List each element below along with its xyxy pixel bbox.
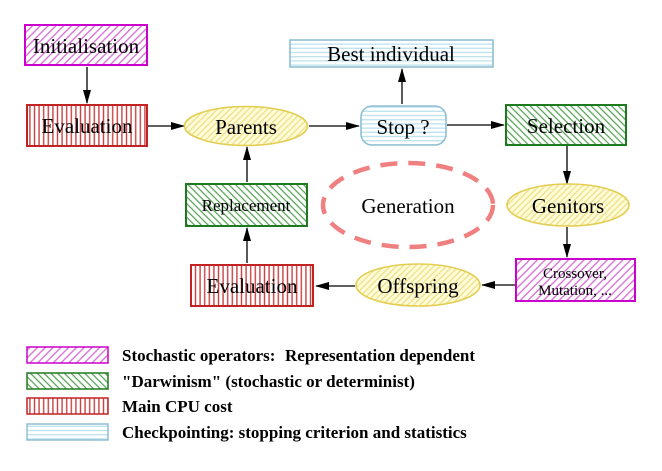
stop-box [360,105,447,146]
legend-label-darwinism: "Darwinism" (stochastic or determinist) [122,372,415,391]
arrows [83,67,571,290]
offspring-label: Offspring [377,274,459,298]
best-individual-label: Best individual [327,42,455,66]
legend-item-stochastic-operators: Stochastic operators: Representation dep… [26,346,475,365]
legend-swatch-red-vertical-stripes [26,397,109,415]
initialisation-box [24,24,148,66]
legend-item-darwinism: "Darwinism" (stochastic or determinist) [26,372,415,391]
evaluation-bottom-box [190,264,314,307]
generation-label: Generation [361,194,455,218]
evaluation-top-box [26,104,148,147]
genitors-ellipse [506,183,630,227]
legend-label-main-cpu-cost: Main CPU cost [122,397,233,416]
legend: Stochastic operators: Representation dep… [26,346,475,442]
crossover-label-line1: Crossover, [543,266,607,282]
generation-cycle-ellipse [320,160,496,250]
legend-item-main-cpu-cost: Main CPU cost [26,397,233,416]
legend-label-stochastic-operators: Stochastic operators: [122,346,275,365]
selection-label: Selection [527,114,606,138]
stop-label: Stop ? [376,115,429,139]
evaluation-bottom-label: Evaluation [207,274,298,298]
legend-swatch-green-diagonal-hatch [26,372,109,390]
evaluation-top-label: Evaluation [42,114,133,138]
legend-swatch-cyan-horizontal-stripes [26,423,109,441]
legend-label-checkpointing: Checkpointing: stopping criterion and st… [122,423,467,442]
best-individual-box [289,39,494,68]
legend-swatch-magenta-diagonal-hatch [26,346,109,364]
initialisation-label: Initialisation [33,34,140,58]
crossover-mutation-box [515,258,636,302]
legend-item-checkpointing: Checkpointing: stopping criterion and st… [26,423,467,442]
offspring-ellipse [355,263,481,307]
crossover-label-line2: Mutation, ... [538,283,612,299]
genitors-label: Genitors [532,194,604,218]
replacement-box [185,183,308,227]
legend-label-representation-dependent: Representation dependent [285,346,475,365]
selection-box [505,104,627,146]
replacement-label: Replacement [202,196,291,215]
parents-ellipse [183,105,309,147]
parents-label: Parents [215,115,277,139]
